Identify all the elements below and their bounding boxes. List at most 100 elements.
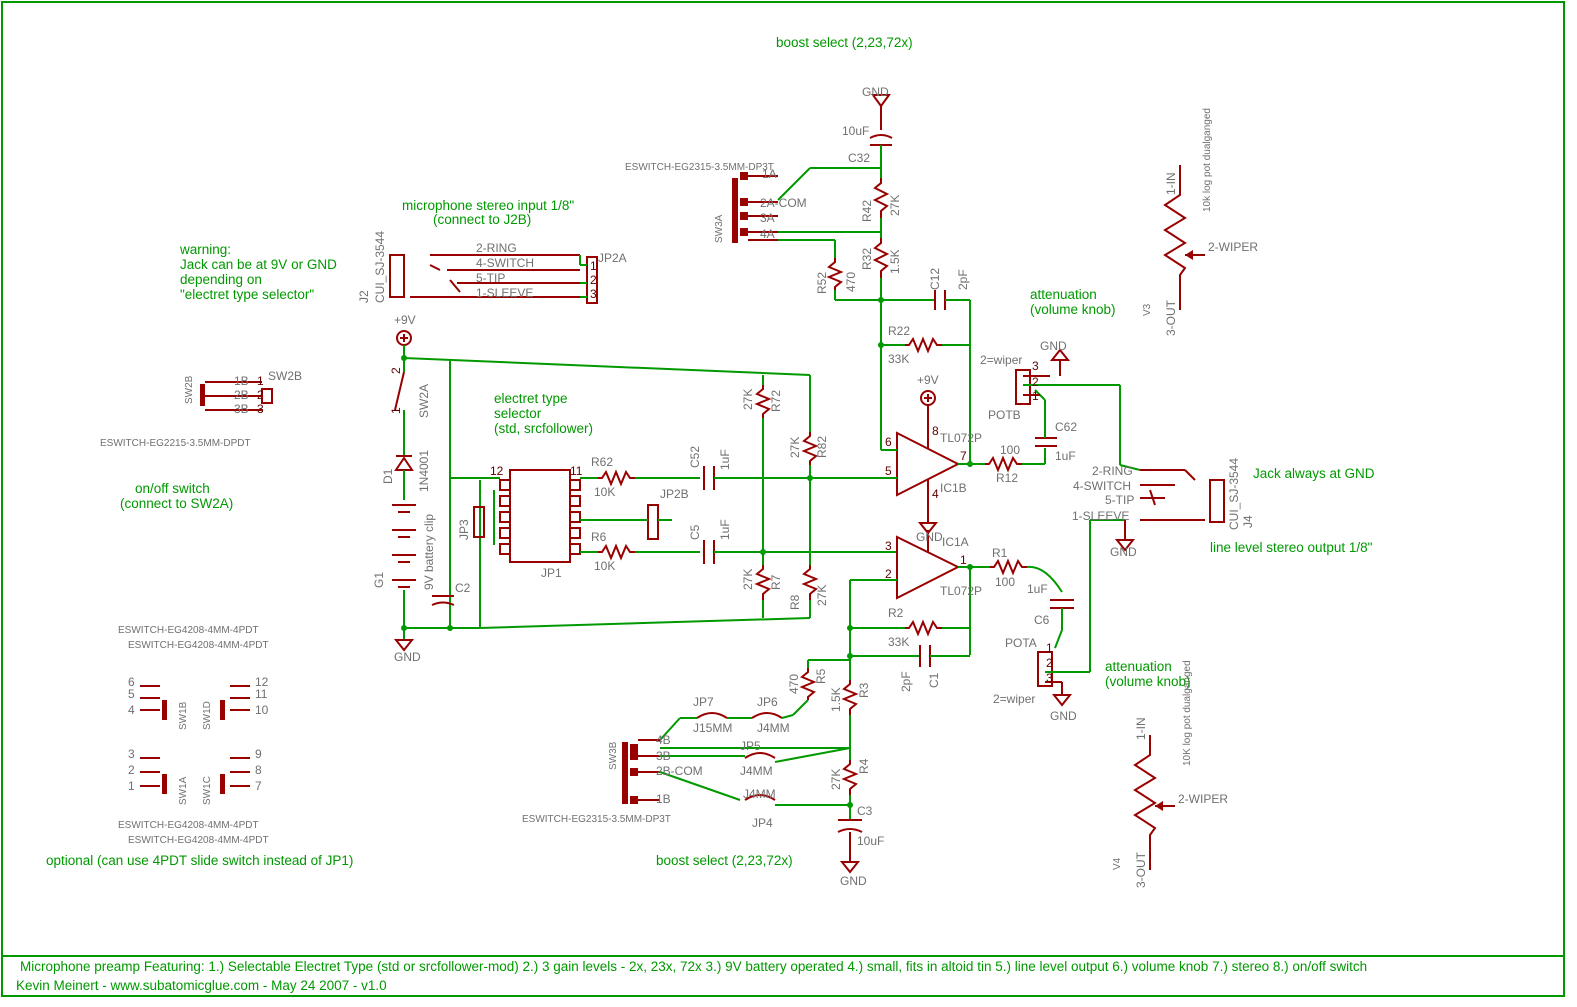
- label-gnd-battery: GND: [394, 650, 421, 664]
- label-sw3a-pin-2: 2A-COM: [760, 196, 807, 210]
- resistor-r32: [872, 238, 890, 278]
- label-sw3a: SW3A: [714, 214, 725, 243]
- label-j2-pin-ring: 2-RING: [476, 241, 517, 255]
- title-boost-bottom: boost select (2,23,72x): [656, 853, 793, 868]
- label-sw3a-pin-3: 3A: [760, 211, 775, 225]
- capacitor-c5: [703, 540, 715, 564]
- label-c5: C5: [688, 524, 702, 540]
- label-sw1c: SW1C: [202, 776, 213, 805]
- label-ic1b-pin7: 7: [960, 449, 967, 463]
- capacitor-c2: [431, 595, 455, 606]
- resistor-r7: [754, 565, 772, 600]
- label-r72: R72: [769, 390, 783, 412]
- label-wiper-bottom: 2=wiper: [993, 692, 1035, 706]
- label-j4-pin-sleeve: 1-SLEEVE: [1072, 509, 1129, 523]
- label-c3-value: 10uF: [857, 834, 884, 848]
- label-sw1-pin12: 12: [255, 675, 269, 689]
- label-sw3b-pin-2bcom: 2B-COM: [656, 764, 703, 778]
- label-j4-pin-tip: 5-TIP: [1105, 493, 1134, 507]
- label-r1: R1: [992, 546, 1008, 560]
- capacitor-c6: [1050, 599, 1074, 609]
- label-potb: POTB: [988, 408, 1021, 422]
- label-jp1: JP1: [541, 566, 562, 580]
- jack-j4: [1140, 469, 1225, 523]
- label-sw1d: SW1D: [202, 701, 213, 730]
- label-c32-value: 10uF: [842, 124, 869, 138]
- switch-sw1d: [220, 685, 250, 720]
- label-jp2a: JP2A: [598, 251, 627, 265]
- label-c12-value: 2pF: [956, 269, 970, 290]
- label-sw3-part-top: ESWITCH-EG2315-3.5MM-DP3T: [625, 162, 774, 173]
- resistor-r4: [841, 760, 859, 795]
- label-potb-pin1: 1: [1032, 389, 1039, 403]
- jumper-jp1: [499, 469, 581, 563]
- resistor-r2: [905, 619, 942, 637]
- label-v4-pin-in: 1-IN: [1134, 717, 1148, 740]
- label-j4-pin-ring: 2-RING: [1092, 464, 1133, 478]
- gnd-symbol-bottom: [839, 861, 861, 874]
- note-atten-bottom-1: attenuation: [1105, 659, 1172, 674]
- label-r42-value: 27K: [888, 195, 902, 216]
- label-j2-pin-switch: 4-SWITCH: [476, 256, 534, 270]
- label-gnd-ic1b: GND: [916, 530, 943, 544]
- label-v3-pin-in: 1-IN: [1164, 172, 1178, 195]
- label-g1: G1: [372, 572, 386, 588]
- label-sw1-pin11: 11: [255, 687, 268, 701]
- label-jp5: JP5: [740, 739, 761, 753]
- label-sw3b: SW3B: [608, 741, 619, 770]
- note-electret-1: electret type: [494, 391, 568, 406]
- resistor-r1: [990, 558, 1027, 576]
- label-potb-pin2: 2: [1032, 375, 1039, 389]
- label-jp4: JP4: [752, 816, 773, 830]
- resistor-r12: [985, 455, 1022, 473]
- label-ic1a-pin3: 3: [885, 539, 892, 553]
- label-gnd-potb: GND: [1040, 339, 1067, 353]
- label-c1: C1: [927, 672, 941, 688]
- label-jp6: JP6: [757, 695, 778, 709]
- jumper-jp7: [696, 712, 728, 719]
- label-sw2b-pin-1: 1: [257, 374, 264, 388]
- label-sw1-pin3: 3: [128, 747, 135, 761]
- label-ic1b-pin8: 8: [932, 424, 939, 438]
- jumper-jp5: [744, 752, 776, 759]
- label-sw1-part-4: ESWITCH-EG4208-4MM-4PDT: [128, 835, 269, 846]
- label-v3-pin-wiper: 2-WIPER: [1208, 240, 1258, 254]
- label-jp1-pin12: 12: [490, 464, 504, 478]
- label-sw1-part-2: ESWITCH-EG4208-4MM-4PDT: [128, 640, 269, 651]
- label-sw2-part: ESWITCH-EG2215-3.5MM-DPDT: [100, 438, 251, 449]
- capacitor-c32: [869, 134, 893, 168]
- resistor-r22: [905, 336, 942, 354]
- label-pota: POTA: [1005, 636, 1037, 650]
- label-r2: R2: [888, 606, 904, 620]
- resistor-r52: [826, 258, 844, 290]
- label-jp5-value: J4MM: [740, 764, 773, 778]
- label-c52: C52: [688, 446, 702, 468]
- label-sw2b-pin-3: 3: [257, 402, 264, 416]
- label-j2-pin-tip: 5-TIP: [476, 271, 505, 285]
- resistor-r62: [598, 469, 635, 487]
- label-sw1-part-3: ESWITCH-EG4208-4MM-4PDT: [118, 820, 259, 831]
- label-sw1-pin5: 5: [128, 687, 135, 701]
- label-pota-pin3: 3: [1046, 671, 1053, 685]
- label-sw2b-pin-3b: 3B: [234, 402, 249, 416]
- note-jack-gnd: Jack always at GND: [1253, 466, 1375, 481]
- label-sw2b-pin-2: 2: [257, 388, 264, 402]
- label-ic1b-pin4: 4: [932, 487, 939, 501]
- label-pota-pin1: 1: [1046, 641, 1053, 655]
- label-j2-part: CUI_SJ-3544: [373, 231, 387, 303]
- label-gnd-j4: GND: [1110, 545, 1137, 559]
- label-d1-value: 1N4001: [417, 450, 431, 492]
- label-jp2a-pin1: 1: [590, 259, 597, 273]
- label-c6-value: 1uF: [1027, 582, 1048, 596]
- label-jp7: JP7: [693, 695, 714, 709]
- note-optional: optional (can use 4PDT slide switch inst…: [46, 853, 353, 868]
- label-sw1-pin9: 9: [255, 747, 262, 761]
- label-v3: V3: [1142, 303, 1153, 316]
- note-atten-top-2: (volume knob): [1030, 302, 1116, 317]
- label-r12: R12: [996, 471, 1018, 485]
- label-j4: J4: [1241, 515, 1255, 528]
- label-r4-value: 27K: [829, 769, 843, 790]
- label-r5-value: 470: [787, 674, 801, 694]
- note-line-out: line level stereo output 1/8": [1210, 540, 1373, 555]
- resistor-r8: [801, 565, 819, 600]
